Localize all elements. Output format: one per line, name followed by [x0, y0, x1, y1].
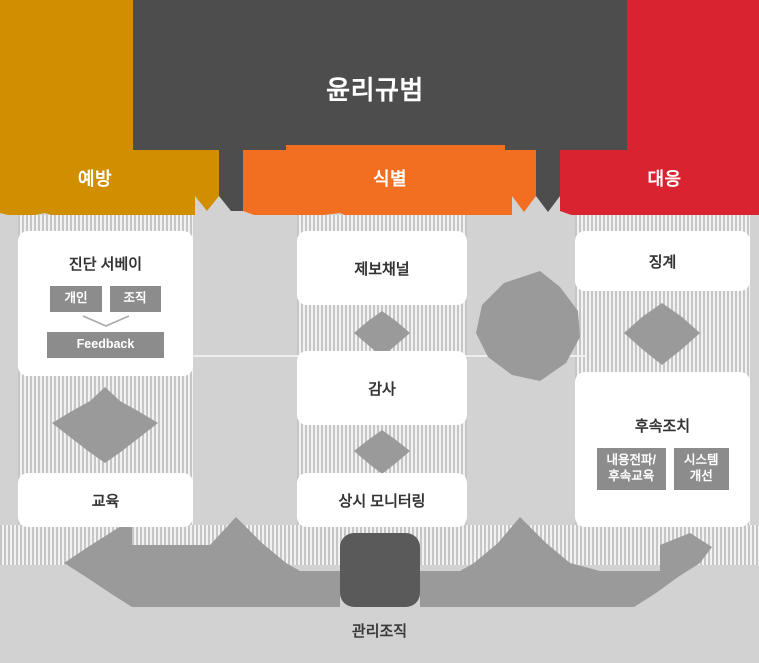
connector-prevent-detect [180, 355, 305, 357]
card-title-education: 교육 [91, 492, 120, 510]
footer-hub-node [340, 533, 420, 607]
card-title-discipline: 징계 [648, 253, 677, 271]
survey-pill-row: 개인 조직 [50, 286, 161, 312]
survey-feedback-pill[interactable]: Feedback [46, 332, 165, 358]
pillar-label-prevent: 예방 [77, 169, 113, 189]
ethics-title: 윤리규범 [326, 75, 424, 105]
respond-plate-shape [560, 0, 759, 219]
card-title-report-channel: 제보채널 [354, 260, 410, 278]
bottom-arrow-left [64, 517, 340, 607]
card-diagnostic-survey[interactable]: 진단 서베이 개인 조직 Feedback [18, 231, 193, 376]
flow-blobs [52, 271, 712, 607]
card-title-audit: 감사 [368, 380, 396, 398]
survey-pill-organization[interactable]: 조직 [109, 286, 161, 312]
card-title-follow-up: 후속조치 [634, 418, 691, 436]
prevent-plate-shape [0, 0, 219, 218]
pillar-label-respond: 대응 [647, 169, 682, 189]
card-monitoring[interactable]: 상시 모니터링 [297, 473, 467, 527]
card-audit[interactable]: 감사 [297, 351, 467, 425]
footer-label: 관리조직 [351, 623, 408, 640]
blob-center-large [476, 271, 580, 381]
banner-shapes: 윤리규범 예방 식별 대응 [0, 0, 759, 222]
follow-up-pill-dissemination[interactable]: 내용전파/후속교육 [596, 448, 666, 490]
detect-plate-shape [243, 145, 536, 218]
card-report-channel[interactable]: 제보채널 [297, 231, 467, 305]
diagram-body: 진단 서베이 개인 조직 Feedback 교육 제보채널 감사 상시 모니터링 [0, 215, 759, 663]
blob-detect-arrow-1 [354, 311, 410, 357]
chevron-down-icon [82, 315, 129, 327]
bottom-arrow-right [420, 517, 712, 607]
survey-pill-individual[interactable]: 개인 [50, 286, 102, 312]
card-discipline[interactable]: 징계 [575, 231, 750, 291]
card-title-monitoring: 상시 모니터링 [338, 492, 426, 510]
ethics-plate-shape [133, 0, 627, 212]
blob-prevent-arrow [52, 387, 158, 463]
card-title-diagnostic-survey: 진단 서베이 [68, 256, 143, 274]
blob-respond-arrow [624, 303, 700, 365]
blob-detect-arrow-2 [354, 430, 410, 474]
pillar-label-detect: 식별 [372, 169, 408, 189]
card-education[interactable]: 교육 [18, 473, 193, 527]
